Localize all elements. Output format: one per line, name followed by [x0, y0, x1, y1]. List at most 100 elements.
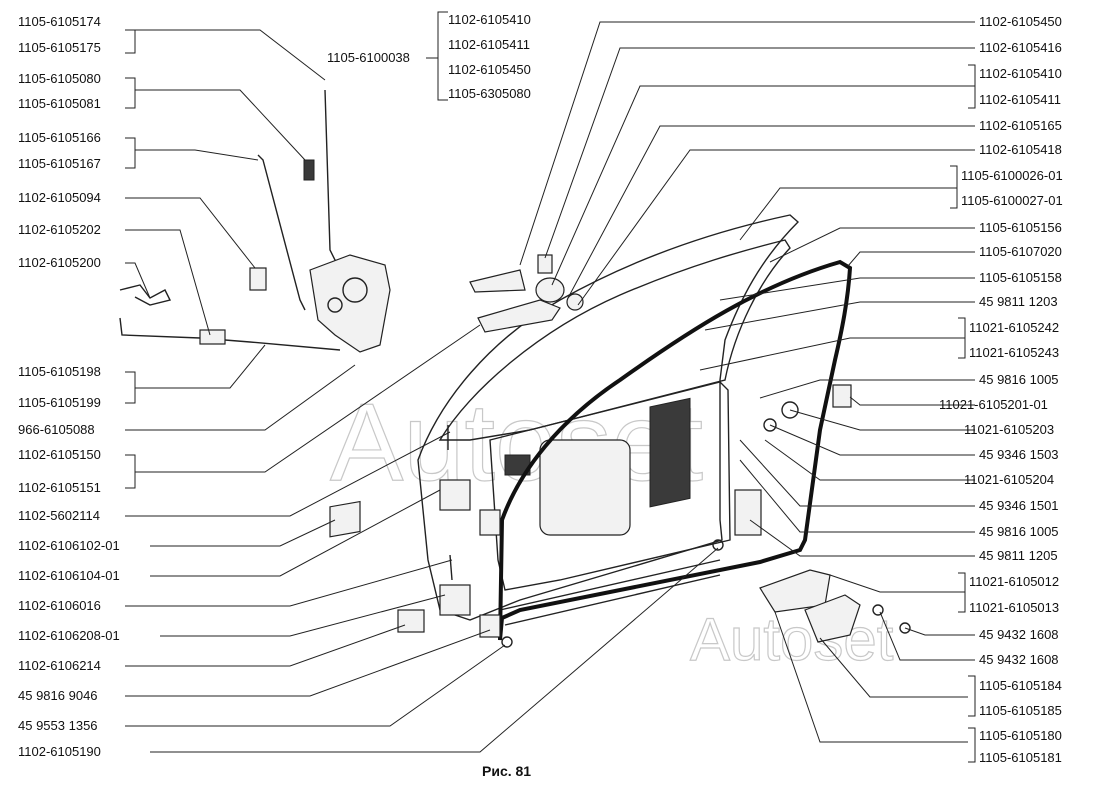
- label-right-29: 1105-6105180: [979, 728, 1062, 743]
- hinge-upper-plate: [479, 509, 501, 536]
- label-right-13: 11021-6105242: [969, 320, 1059, 335]
- leader-r22: [879, 611, 975, 661]
- pin-1: [449, 554, 453, 581]
- rod-long: [324, 89, 341, 271]
- label-right-18: 45 9346 1503: [979, 447, 1059, 462]
- label-left-21: 45 9816 9046: [18, 688, 98, 703]
- leader-l16: [125, 629, 491, 697]
- label-left-23: 1102-6105190: [18, 744, 101, 759]
- panel-opening-upper: [649, 397, 691, 508]
- screw-1: [872, 604, 884, 616]
- hinge-upper: [439, 479, 471, 511]
- door-latch: [734, 489, 762, 536]
- leader-l7: [125, 344, 266, 404]
- leader-r23: [819, 637, 976, 717]
- leader-l12: [150, 489, 441, 577]
- label-right-15: 45 9816 1005: [979, 372, 1059, 387]
- leader-r8: [847, 251, 975, 267]
- lock-mechanism: [309, 254, 391, 353]
- label-left-12: 966-6105088: [18, 422, 95, 437]
- rod-connector: [199, 329, 226, 345]
- leader-l8: [125, 364, 356, 431]
- lock-body: [309, 254, 391, 353]
- labels-left: 1105-6105174 1105-6105175 1105-6105080 1…: [18, 14, 120, 759]
- door-panel: [417, 214, 800, 626]
- lock-gear-small: [327, 297, 343, 313]
- leader-l2: [125, 77, 306, 161]
- label-right-21: 45 9816 1005: [979, 524, 1059, 539]
- wire-spring: [119, 284, 172, 306]
- label-left-20: 1102-6106214: [18, 658, 101, 673]
- label-right-27: 1105-6105184: [979, 678, 1062, 693]
- label-top-3: 1102-6105411: [448, 37, 530, 52]
- label-left-8: 1102-6105202: [18, 222, 101, 237]
- label-right-19: 11021-6105204: [964, 472, 1054, 487]
- label-right-22: 45 9811 1205: [979, 548, 1058, 563]
- label-left-1: 1105-6105174: [18, 14, 101, 29]
- label-right-23: 11021-6105012: [969, 574, 1059, 589]
- leader-r6: [739, 165, 958, 241]
- leader-r17: [739, 439, 975, 507]
- label-left-5: 1105-6105166: [18, 130, 101, 145]
- leader-l9: [125, 324, 481, 489]
- leader-l6: [125, 262, 151, 299]
- leader-l18: [150, 547, 719, 753]
- label-right-8: 1105-6100027-01: [961, 193, 1063, 208]
- check-plate: [397, 609, 425, 633]
- leader-l1: [125, 29, 326, 81]
- clip-plate: [832, 384, 852, 408]
- label-left-15: 1102-5602114: [18, 508, 100, 523]
- label-left-11: 1105-6105199: [18, 395, 101, 410]
- leader-l3: [125, 137, 259, 169]
- leader-r16: [764, 439, 975, 481]
- label-left-17: 1102-6106104-01: [18, 568, 120, 583]
- label-left-4: 1105-6105081: [18, 96, 101, 111]
- label-left-6: 1105-6105167: [18, 156, 101, 171]
- leader-t-bracket: [426, 11, 448, 101]
- leader-r9: [719, 277, 975, 301]
- label-right-28: 1105-6105185: [979, 703, 1062, 718]
- label-left-7: 1102-6105094: [18, 190, 101, 205]
- leader-lines-top: [426, 11, 448, 101]
- leader-r19: [749, 519, 975, 557]
- leader-r13: [849, 396, 975, 406]
- window-opening: [438, 239, 791, 441]
- label-right-7: 1105-6100026-01: [961, 168, 1063, 183]
- label-left-3: 1105-6105080: [18, 71, 101, 86]
- label-right-2: 1102-6105416: [979, 40, 1062, 55]
- hinge-pin-plate: [329, 500, 361, 538]
- leader-r3: [551, 64, 976, 286]
- outer-handle-rod: [469, 269, 526, 293]
- outer-handle-body: [477, 299, 561, 333]
- figure-caption: Рис. 81: [482, 763, 531, 779]
- leader-l5: [125, 229, 211, 336]
- lock-cylinder-clip: [537, 254, 553, 274]
- leader-r12: [759, 379, 975, 399]
- label-top-1: 1105-6100038: [327, 50, 410, 65]
- label-right-6: 1102-6105418: [979, 142, 1062, 157]
- label-top-4: 1102-6105450: [448, 62, 531, 77]
- panel-handle-recess: [539, 439, 631, 536]
- inner-handle: [759, 569, 861, 643]
- label-right-1: 1102-6105450: [979, 14, 1062, 29]
- label-right-9: 1105-6105156: [979, 220, 1062, 235]
- label-right-20: 45 9346 1501: [979, 498, 1059, 513]
- small-parts: [447, 384, 911, 648]
- label-right-30: 1105-6105181: [979, 750, 1062, 765]
- hinge-lower-plate: [479, 614, 501, 638]
- leader-l17: [125, 644, 506, 727]
- label-right-14: 11021-6105243: [969, 345, 1059, 360]
- label-right-3: 1102-6105410: [979, 66, 1062, 81]
- nut-1: [501, 636, 513, 648]
- leader-l10: [125, 431, 451, 517]
- nut-2: [712, 539, 724, 551]
- label-right-17: 11021-6105203: [964, 422, 1054, 437]
- label-left-10: 1105-6105198: [18, 364, 101, 379]
- outer-handle: [469, 269, 561, 333]
- grommet-2: [763, 418, 777, 432]
- leader-lines-left: [125, 29, 719, 753]
- leader-r21: [904, 627, 975, 636]
- lock-gear: [342, 277, 368, 303]
- leader-r7: [769, 227, 975, 263]
- leader-r2: [544, 47, 975, 259]
